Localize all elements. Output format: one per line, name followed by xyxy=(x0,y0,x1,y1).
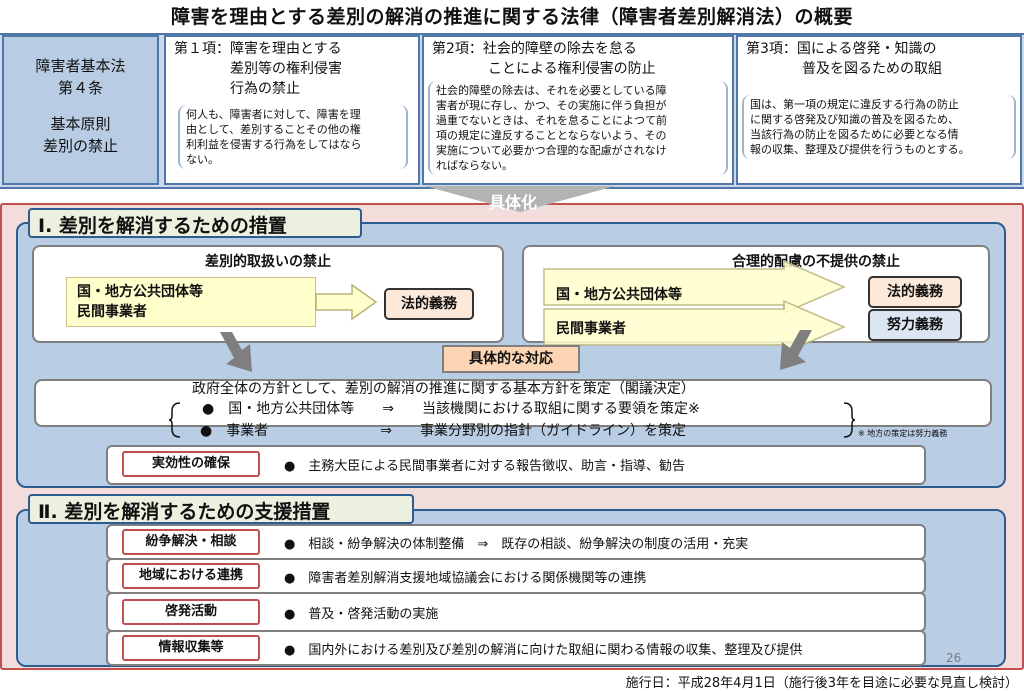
article-2-title: 第2項：社会的障壁の除去を怠る ことによる権利侵害の防止 xyxy=(432,41,656,77)
article-3-box: 第3項：国による啓発・知識の 普及を図るための取組 国は、第一項の規定に違反する… xyxy=(736,35,1022,185)
down-arrow-icon xyxy=(425,186,615,212)
support-row-tag: 啓発活動 xyxy=(122,599,260,625)
article-2-body: 社会的障壁の除去は、それを必要としている障 害者が現に存し、かつ、その実施に伴う… xyxy=(428,81,728,175)
support-row: 情報収集等 ● 国内外における差別及び差別の解消に向けた取組に関わる情報の収集、… xyxy=(106,630,926,666)
down-right-arrow-icon xyxy=(780,330,812,370)
support-row-text: ● 相談・紛争解決の体制整備 ⇒ 既存の相談、紛争解決の制度の活用・充実 xyxy=(284,537,749,552)
support-row: 紛争解決・相談 ● 相談・紛争解決の体制整備 ⇒ 既存の相談、紛争解決の制度の活… xyxy=(106,524,926,560)
page-title: 障害を理由とする差別の解消の推進に関する法律（障害者差別解消法）の概要 xyxy=(171,6,853,28)
basic-law-name: 障害者基本法 xyxy=(35,57,126,75)
basic-law-principle: 基本原則 xyxy=(50,115,111,133)
policy-note: ※ 地方の策定は努力義務 xyxy=(858,429,948,438)
page-number: 26 xyxy=(946,651,962,665)
article-1-box: 第１項：障害を理由とする 差別等の権利侵害 行為の禁止 何人も、障害者に対して、… xyxy=(164,35,420,185)
basic-law-box: 障害者基本法 第４条 基本原則 差別の禁止 xyxy=(2,35,159,185)
support-row: 啓発活動 ● 普及・啓発活動の実施 xyxy=(106,592,926,632)
article-2-box: 第2項：社会的障壁の除去を怠る ことによる権利侵害の防止 社会的障壁の除去は、そ… xyxy=(422,35,734,185)
effectiveness-row: 実効性の確保 ● 主務大臣による民間事業者に対する報告徴収、助言・指導、勧告 xyxy=(106,445,926,485)
gutaika-label: 具体化 xyxy=(488,193,537,212)
prohibition2-subject-1: 国・地方公共団体等 xyxy=(556,287,682,303)
support-row-text: ● 普及・啓発活動の実施 xyxy=(284,607,439,622)
accommodation-arrows-icon xyxy=(543,259,846,355)
support-row-text: ● 国内外における差別及び差別の解消に向けた取組に関わる情報の収集、整理及び提供 xyxy=(284,643,803,658)
support-row-tag: 紛争解決・相談 xyxy=(122,529,260,555)
effectiveness-text: ● 主務大臣による民間事業者に対する報告徴収、助言・指導、勧告 xyxy=(284,459,685,474)
article-3-body: 国は、第一項の規定に違反する行為の防止 に関する啓発及び知識の普及を図るため、 … xyxy=(742,95,1016,159)
concrete-response-label: 具体的な対応 xyxy=(442,345,580,373)
article-3-title: 第3項：国による啓発・知識の 普及を図るための取組 xyxy=(746,41,942,77)
prohibition1-subject: 国・地方公共団体等 民間事業者 xyxy=(66,277,316,327)
article-1-body: 何人も、障害者に対して、障害を理 由として、差別することその他の権 利利益を侵害… xyxy=(178,105,408,169)
support-row: 地域における連携 ● 障害者差別解消支援地域協議会における関係機関等の連携 xyxy=(106,558,926,594)
discrimination-prohibition-heading: 差別的取扱いの禁止 xyxy=(205,254,331,270)
prohibition2-duty-1: 法的義務 xyxy=(868,276,962,308)
policy-line-3: ● 事業者 ⇒ 事業分野別の指針（ガイドライン）を策定 xyxy=(200,423,686,439)
effectiveness-tag: 実効性の確保 xyxy=(122,451,260,477)
reasonable-accommodation-heading: 合理的配慮の不提供の禁止 xyxy=(732,254,900,270)
support-row-tag: 地域における連携 xyxy=(122,563,260,589)
effective-date-footer: 施行日：平成28年4月1日（施行後3年を目途に必要な見直し検討） xyxy=(625,676,1018,691)
right-brace-icon xyxy=(843,402,856,438)
policy-line-2: ● 国・地方公共団体等 ⇒ 当該機関における取組に関する要領を策定※ xyxy=(202,401,700,417)
basic-law-prohibition: 差別の禁止 xyxy=(42,137,118,155)
support-row-tag: 情報収集等 xyxy=(122,635,260,661)
article-1-title: 第１項：障害を理由とする 差別等の権利侵害 行為の禁止 xyxy=(174,41,342,97)
right-arrow-icon xyxy=(315,283,378,321)
support-row-text: ● 障害者差別解消支援地域協議会における関係機関等の連携 xyxy=(284,571,647,586)
section-1-title: Ⅰ. 差別を解消するための措置 xyxy=(28,208,362,238)
left-brace-icon xyxy=(168,402,181,438)
basic-policy-box: 政府全体の方針として、差別の解消の推進に関する基本方針を策定（閣議決定） ● 国… xyxy=(34,379,992,427)
prohibition1-duty: 法的義務 xyxy=(384,288,474,320)
section-2-title: Ⅱ. 差別を解消するための支援措置 xyxy=(28,494,414,524)
prohibition2-subject-2: 民間事業者 xyxy=(556,321,626,337)
prohibition2-duty-2: 努力義務 xyxy=(868,309,962,341)
policy-line-1: 政府全体の方針として、差別の解消の推進に関する基本方針を策定（閣議決定） xyxy=(192,381,695,397)
down-left-arrow-icon xyxy=(220,332,252,372)
basic-law-article: 第４条 xyxy=(57,79,103,97)
